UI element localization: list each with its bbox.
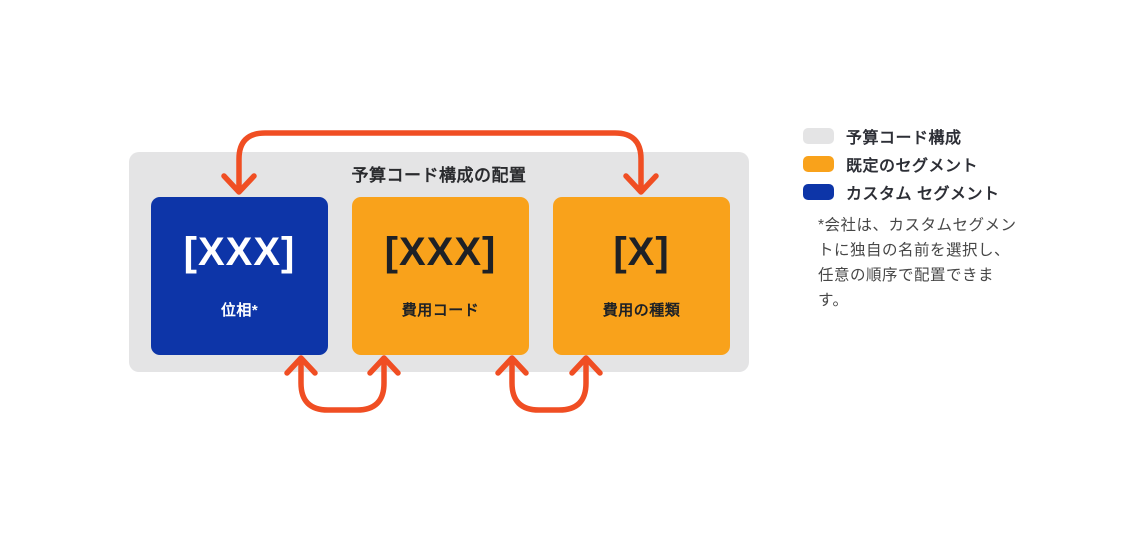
note-line: 任意の順序で配置できま: [818, 267, 995, 284]
segment-box-expense-code: [XXX] 費用コード: [352, 197, 529, 355]
segment-label: 費用の種類: [602, 302, 681, 319]
legend-swatch-gray: [803, 128, 834, 144]
segment-label: 費用コード: [401, 302, 480, 319]
legend-item-label: カスタム セグメント: [846, 186, 1000, 203]
segment-code: [X]: [613, 230, 670, 274]
legend-item-label: 予算コード構成: [846, 130, 962, 147]
note-line: す。: [818, 292, 849, 309]
segment-box-phase: [XXX] 位相*: [151, 197, 328, 355]
legend-item-structure: 予算コード構成: [803, 128, 962, 147]
budget-structure-container: 予算コード構成の配置 [XXX] 位相* [XXX] 費用コード [X] 費用の…: [129, 152, 749, 372]
segment-code: [XXX]: [384, 230, 497, 274]
legend-item-custom-segment: カスタム セグメント: [803, 184, 999, 203]
diagram-title: 予算コード構成の配置: [351, 166, 527, 185]
segment-code: [XXX]: [183, 230, 296, 274]
legend-swatch-blue: [803, 184, 834, 200]
legend-item-default-segment: 既定のセグメント: [803, 156, 978, 175]
segment-label: 位相*: [220, 302, 259, 319]
segment-box-expense-type: [X] 費用の種類: [553, 197, 730, 355]
legend-swatch-orange: [803, 156, 834, 172]
legend-note: *会社は、カスタムセグメン トに独自の名前を選択し、 任意の順序で配置できま す…: [818, 213, 1036, 313]
note-line: *会社は、カスタムセグメン: [818, 217, 1017, 234]
legend-item-label: 既定のセグメント: [846, 158, 979, 175]
note-line: トに独自の名前を選択し、: [818, 242, 1011, 259]
